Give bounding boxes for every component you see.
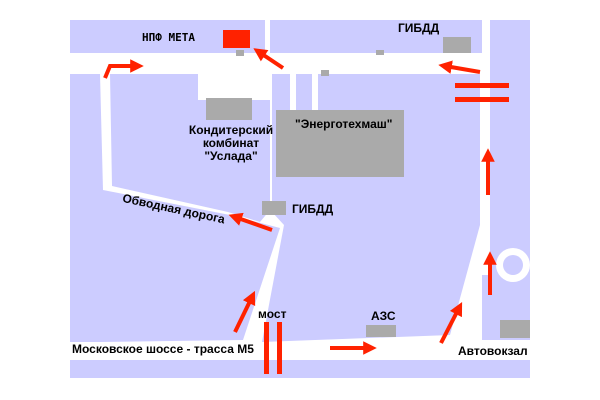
- block-inner-left: [100, 74, 280, 342]
- label-konditer-line-1: Кондитерский: [188, 123, 274, 137]
- barrier-bars: [455, 83, 509, 102]
- building-small-mid: [321, 70, 329, 76]
- bridge-bars: [264, 322, 282, 374]
- label-energotehmash: "Энерготехмаш": [295, 117, 393, 131]
- route-arrows: [103, 48, 497, 355]
- arrow-icon: [233, 290, 256, 333]
- label-avtovokzal: Автовокзал: [458, 344, 528, 358]
- driveway-3: [312, 74, 318, 110]
- arrow-icon: [439, 301, 463, 344]
- driveway-2: [290, 74, 296, 110]
- barrier-bar-bottom: [455, 97, 509, 102]
- bridge-bar-left: [264, 322, 269, 374]
- barrier-bar-top: [455, 83, 509, 88]
- building-energotehmash: [276, 110, 404, 177]
- label-konditer-line-3: "Услада": [204, 149, 258, 163]
- building-gibdd-mid: [262, 201, 286, 215]
- arrow-icon: [438, 60, 481, 74]
- block-bottom: [70, 360, 530, 378]
- driveway-1: [198, 74, 206, 100]
- roundabout-island: [503, 255, 523, 275]
- arrow-icon: [253, 48, 285, 70]
- building-meta-small: [236, 50, 244, 56]
- building-azs: [366, 325, 396, 337]
- arrow-icon: [228, 212, 273, 232]
- bridge-bar-right: [277, 322, 282, 374]
- buildings: [206, 37, 530, 338]
- label-konditer-line-2: комбинат: [202, 136, 260, 150]
- label-npf-meta: НПФ МЕТА: [142, 31, 195, 44]
- label-most: мост: [258, 307, 287, 321]
- building-gibdd-top: [443, 37, 471, 53]
- building-small-top: [376, 50, 384, 55]
- arrow-icon: [103, 59, 144, 79]
- label-konditer-kombinat: Кондитерский комбинат "Услада": [181, 124, 281, 163]
- inner-roads: [198, 74, 530, 282]
- label-gibdd-mid: ГИБДД: [292, 202, 334, 216]
- destination-marker-icon: [223, 30, 250, 48]
- building-avtovokzal: [500, 320, 530, 338]
- label-gibdd-top: ГИБДД: [398, 21, 440, 35]
- block-left: [70, 74, 100, 342]
- label-azs: АЗС: [371, 309, 396, 323]
- label-moskovskoe-shosse: Московское шоссе - трасса М5: [72, 342, 254, 356]
- building-uslada: [206, 98, 252, 120]
